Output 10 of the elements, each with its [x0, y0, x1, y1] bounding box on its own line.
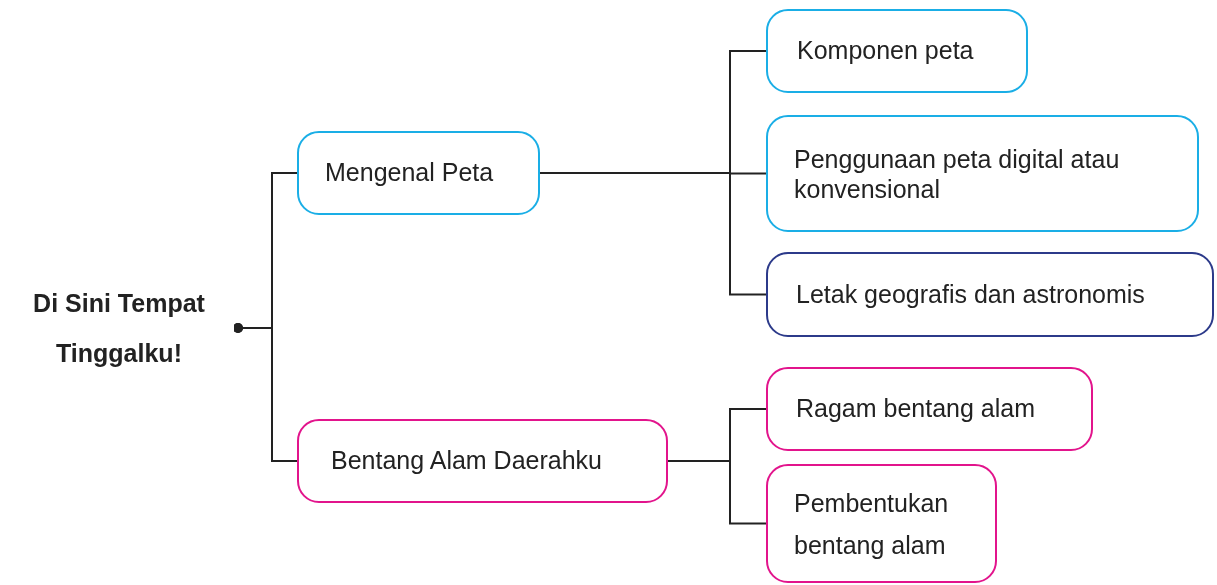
- topic-box: Mengenal Peta: [297, 131, 540, 215]
- topic-box: Pembentukan bentang alam: [766, 464, 997, 583]
- topic-box: Penggunaan peta digital atau konvensional: [766, 115, 1199, 232]
- connector-line: [539, 172, 767, 296]
- topic-box: Ragam bentang alam: [766, 367, 1093, 451]
- topic-box: Komponen peta: [766, 9, 1028, 93]
- topic-box: Bentang Alam Daerahku: [297, 419, 668, 503]
- connector-line: [667, 460, 767, 525]
- topic-box: Letak geografis dan astronomis: [766, 252, 1214, 337]
- connector-line: [233, 323, 298, 462]
